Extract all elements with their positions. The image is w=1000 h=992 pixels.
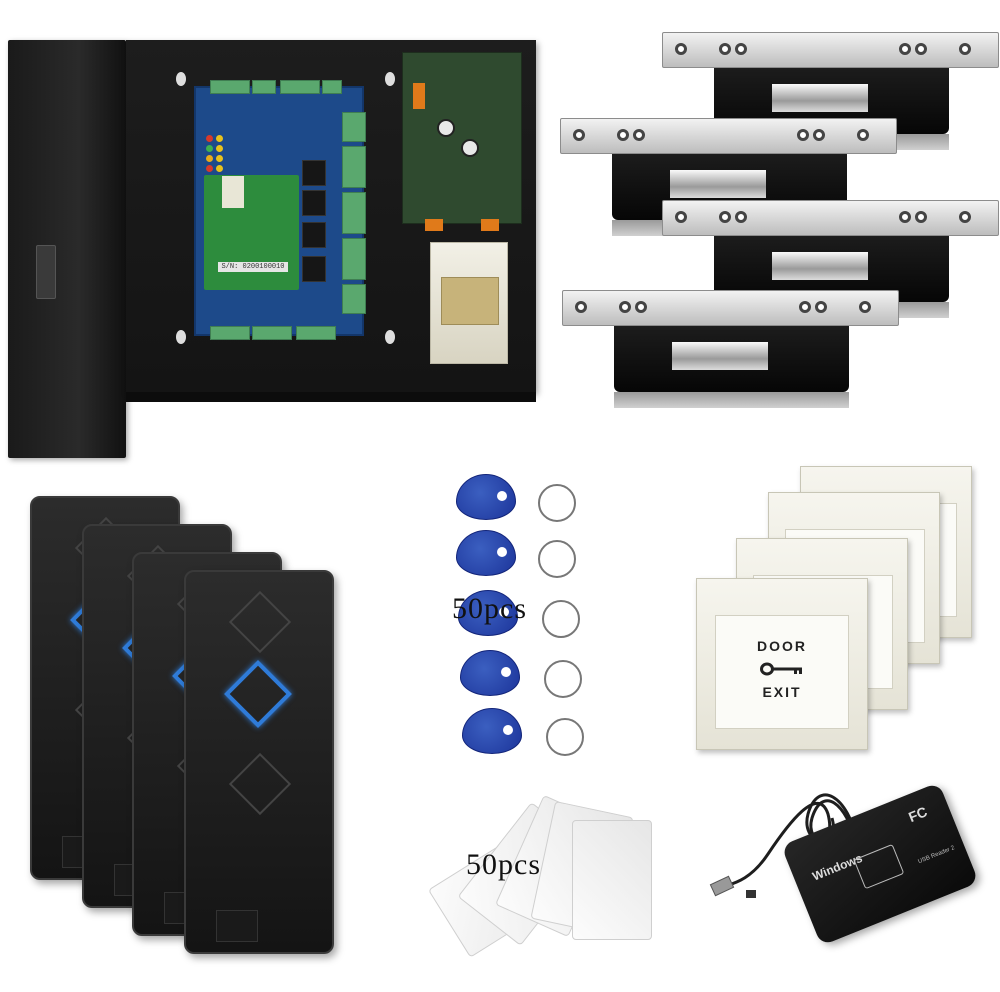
- transformer: [430, 242, 508, 364]
- key-ring: [544, 660, 582, 698]
- relay: [302, 256, 326, 282]
- terminal-block: [342, 146, 366, 188]
- transformer-chip: [222, 176, 244, 208]
- key-icon: [760, 662, 802, 676]
- id-card: [572, 820, 652, 940]
- fc-mark: FC: [906, 803, 930, 826]
- relay: [302, 190, 326, 216]
- power-connector: [425, 219, 443, 231]
- power-supply-board: [402, 52, 522, 231]
- board-serial-label: S/N: 0200100010: [218, 262, 288, 272]
- exit-button-bottom-text: EXIT: [762, 684, 802, 700]
- door-lock: [36, 245, 56, 299]
- terminal-block: [210, 80, 250, 94]
- terminal-block: [342, 284, 366, 314]
- key-ring: [546, 718, 584, 756]
- exit-button: DOOR EXIT: [696, 578, 868, 750]
- status-led: [216, 155, 223, 162]
- mount-hole: [176, 72, 186, 86]
- strike-faceplate: [662, 32, 999, 68]
- enclosure-door: [8, 40, 126, 458]
- key-fob: [460, 650, 520, 696]
- key-fob: [456, 530, 516, 576]
- status-led: [216, 135, 223, 142]
- terminal-block: [280, 80, 320, 94]
- key-ring: [538, 540, 576, 578]
- reader-indicator: [224, 660, 292, 728]
- exit-button-top-text: DOOR: [757, 638, 807, 654]
- terminal-block: [322, 80, 342, 94]
- usb-reader-model: USB Reader 2: [917, 845, 956, 866]
- transformer-core: [441, 277, 499, 325]
- strike-faceplate: [562, 290, 899, 326]
- mount-hole: [385, 330, 395, 344]
- key-ring: [538, 484, 576, 522]
- status-led: [206, 145, 213, 152]
- card-quantity-label: 50pcs: [466, 848, 541, 881]
- power-connector: [481, 219, 499, 231]
- tap-card-icon: [853, 843, 905, 890]
- key-fob: [462, 708, 522, 754]
- capacitor: [461, 139, 479, 157]
- relay: [302, 222, 326, 248]
- status-led: [216, 165, 223, 172]
- key-fob: [458, 590, 518, 636]
- fob-quantity-label: 50pcs: [452, 592, 527, 625]
- terminal-block: [252, 326, 292, 340]
- terminal-block: [252, 80, 276, 94]
- terminal-block: [342, 112, 366, 142]
- status-led: [206, 165, 213, 172]
- strike-faceplate: [560, 118, 897, 154]
- terminal-block: [210, 326, 250, 340]
- capacitor: [437, 119, 455, 137]
- mount-hole: [176, 330, 186, 344]
- terminal-block: [342, 192, 366, 234]
- status-led: [216, 145, 223, 152]
- key-fob: [456, 474, 516, 520]
- relay: [302, 160, 326, 186]
- card-reader: [184, 570, 334, 954]
- enclosure-bottom: [126, 392, 536, 402]
- status-led: [206, 135, 213, 142]
- terminal-block: [296, 326, 336, 340]
- status-led: [206, 155, 213, 162]
- power-connector: [413, 83, 425, 109]
- terminal-block: [342, 238, 366, 280]
- strike-body: [614, 314, 849, 408]
- mount-hole: [385, 72, 395, 86]
- key-ring: [542, 600, 580, 638]
- network-module: [204, 175, 299, 290]
- strike-faceplate: [662, 200, 999, 236]
